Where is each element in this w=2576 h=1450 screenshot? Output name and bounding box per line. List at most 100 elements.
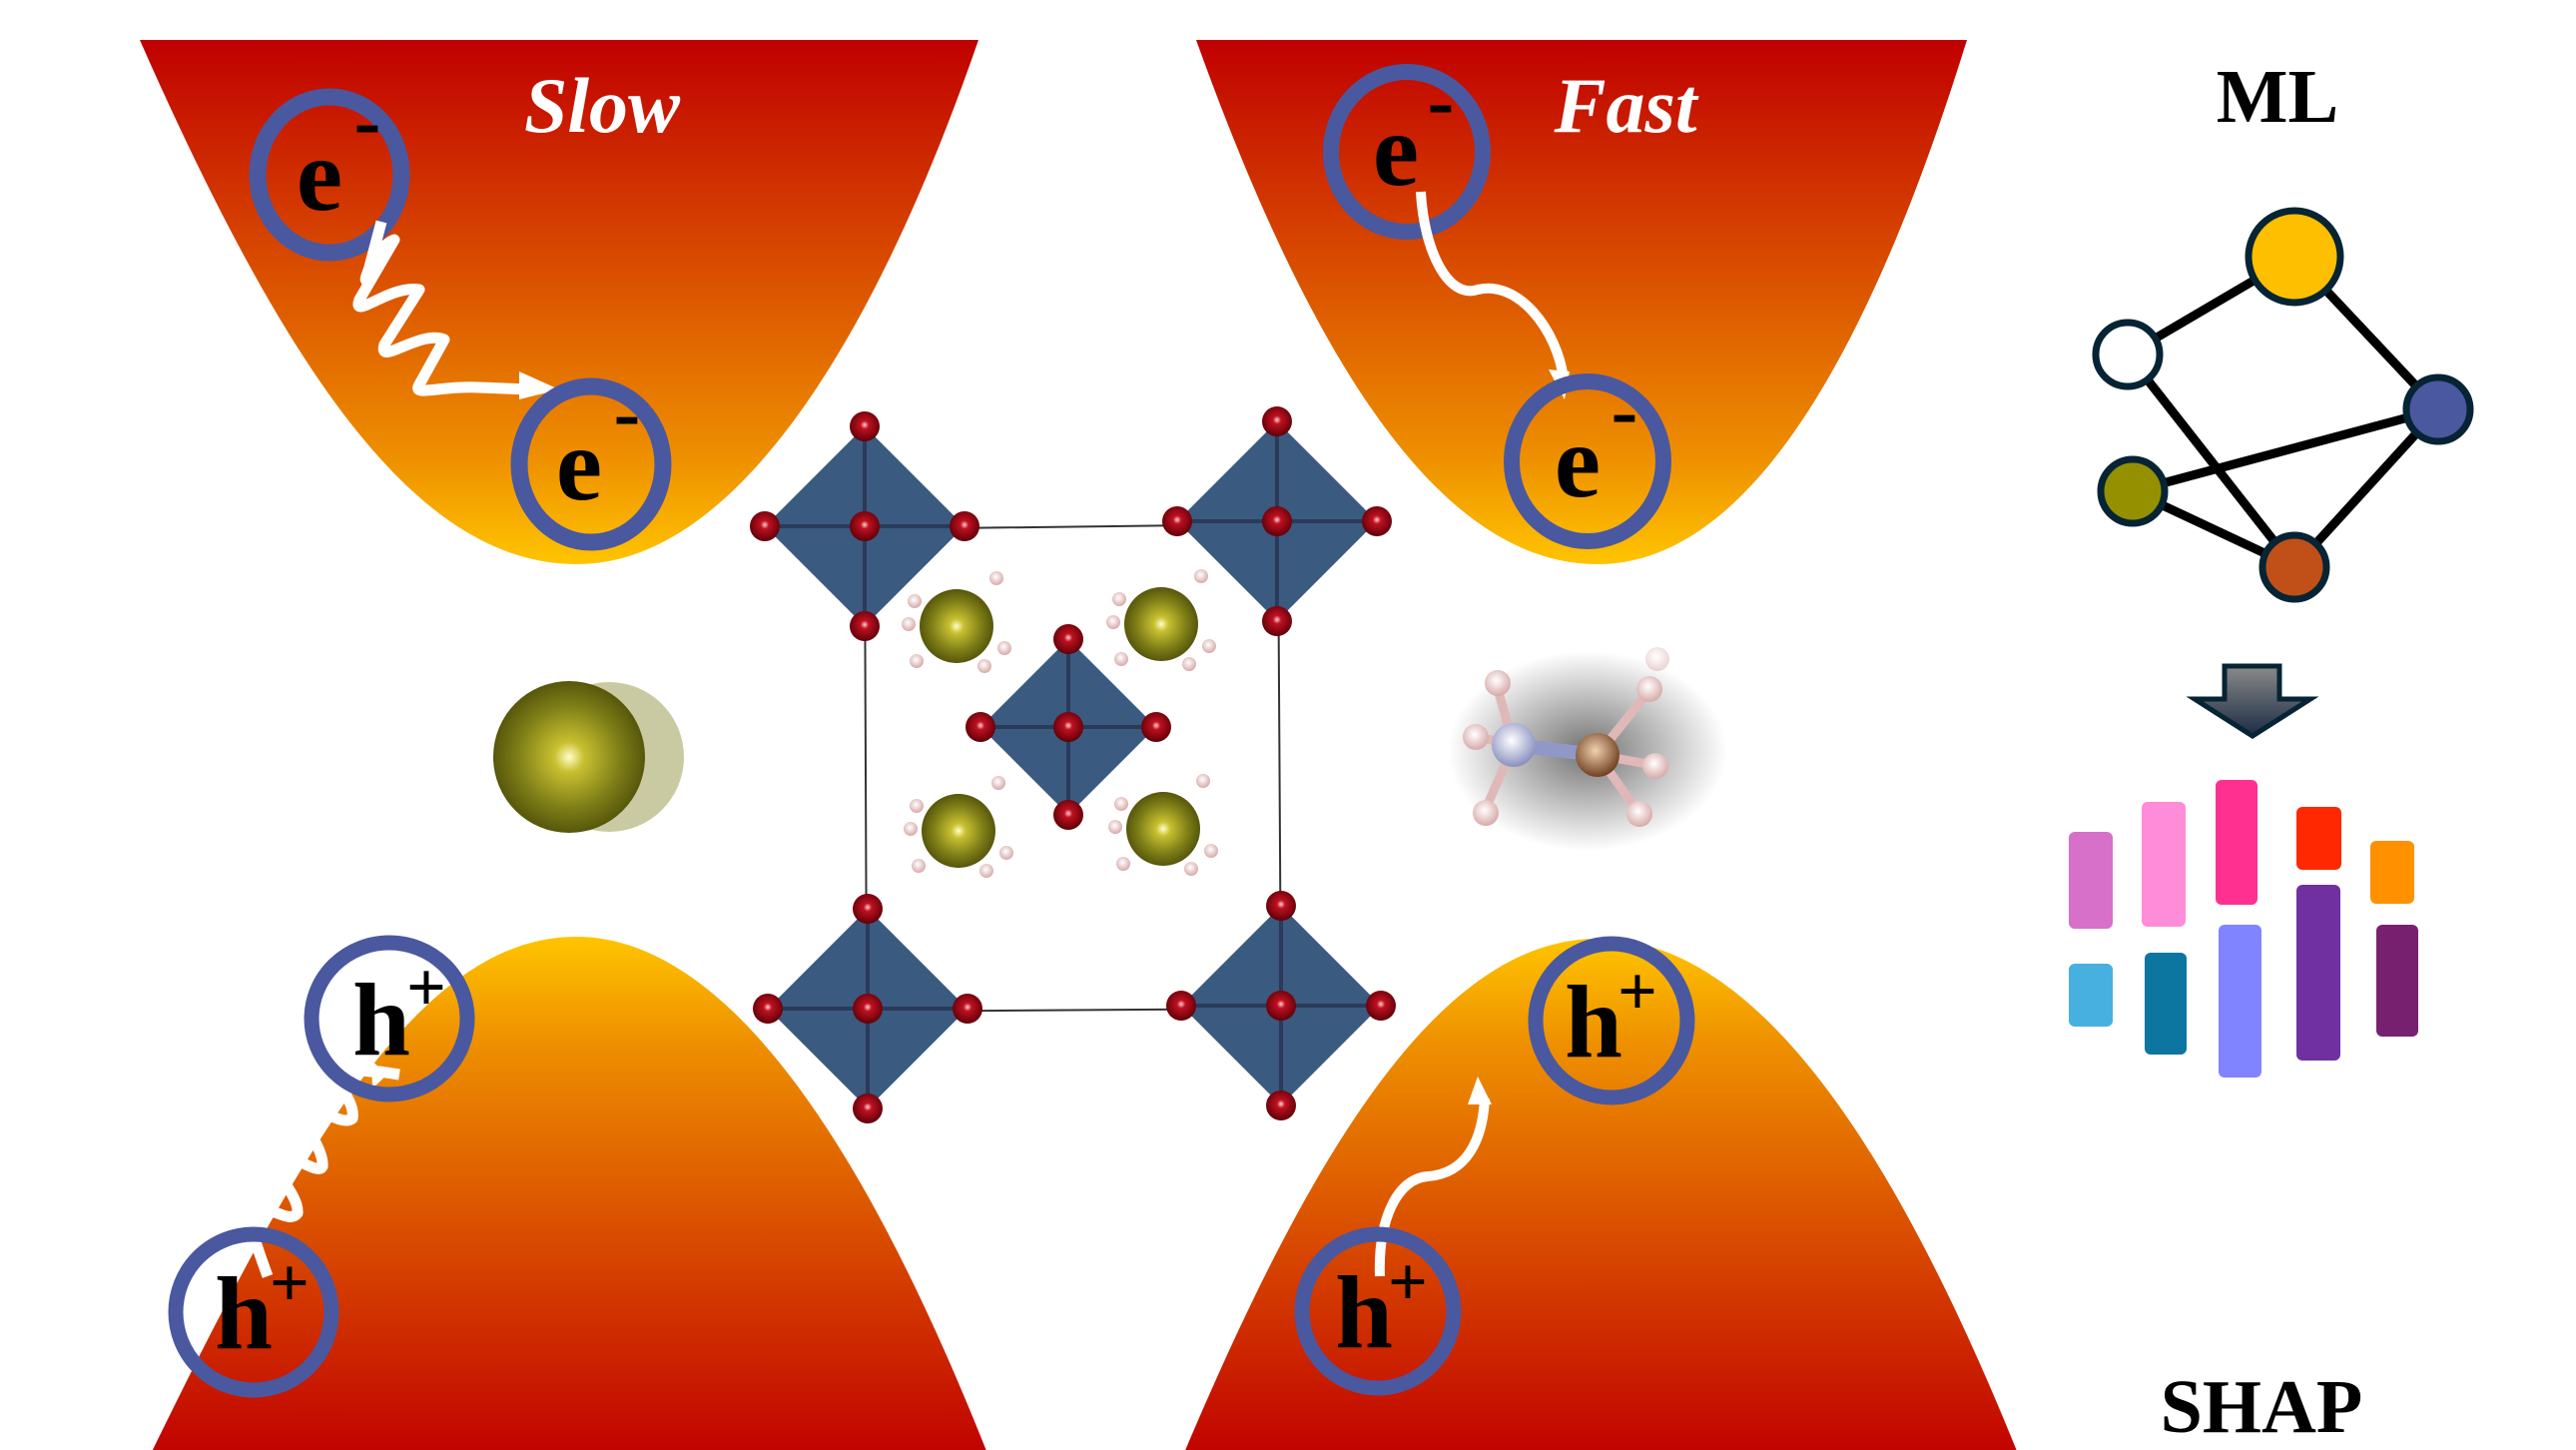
network-edge: [2290, 405, 2442, 571]
hydrogen-atom: [908, 594, 922, 608]
wavy-arrow-head: [519, 371, 559, 399]
hydrogen-atom: [997, 641, 1011, 655]
wavy-arrow-head: [371, 1061, 387, 1088]
hydrogen-atom: [1636, 676, 1662, 702]
oxygen-atom: [850, 511, 880, 541]
oxygen-atom: [1262, 606, 1292, 636]
fast-label: Fast: [1553, 62, 1698, 149]
cation-sphere: [493, 681, 645, 833]
electron-charge: -: [354, 78, 381, 166]
oxygen-atom: [1053, 800, 1083, 830]
hole-charge: +: [270, 1245, 310, 1322]
arrow-head: [1468, 1077, 1492, 1104]
hydrogen-atom: [1114, 652, 1128, 666]
shap-bars-icon: [2069, 780, 2418, 1078]
hydrogen-atom: [1112, 592, 1126, 606]
electron-symbol: e: [297, 118, 342, 233]
electron-symbol: e: [556, 407, 602, 522]
hydrogen-atom: [999, 846, 1013, 860]
hole-symbol: h: [352, 963, 410, 1078]
hydrogen-atom: [1108, 820, 1122, 834]
electron-symbol: e: [1373, 93, 1419, 208]
electron-initial: e -: [1323, 58, 1491, 240]
network-edge: [2131, 404, 2440, 496]
carbon-atom: [1576, 733, 1619, 777]
hydrogen-atom: [1204, 844, 1218, 858]
hydrogen-atom: [910, 654, 924, 668]
hole-ring: [1528, 936, 1695, 1105]
shap-bar: [2142, 802, 2186, 927]
conduction-well-fast: [1196, 40, 1967, 564]
oxygen-atom: [1053, 624, 1083, 654]
hydrogen-atom: [1184, 862, 1198, 876]
oxygen-atom: [1166, 991, 1196, 1021]
electron-ring: [510, 377, 672, 551]
hydrogen-atom: [1182, 657, 1196, 671]
slow-valence-band: h + h +: [152, 935, 986, 1450]
down-arrow-icon: [2186, 663, 2319, 739]
hydrogen-atom: [1642, 753, 1668, 779]
hole-charge: +: [406, 950, 446, 1027]
electron-ring: [1504, 373, 1671, 549]
hydrogen-atom: [910, 799, 924, 813]
nitrogen-atom: [1492, 723, 1536, 767]
electron-symbol: e: [1555, 404, 1601, 519]
oxygen-atom: [850, 411, 880, 441]
oxygen-atom: [950, 511, 979, 541]
oxygen-atom: [966, 712, 995, 742]
electron-initial: e -: [249, 78, 410, 262]
neural-network-icon: [2092, 207, 2474, 603]
hydrogen-atom: [1196, 774, 1210, 788]
a-site-cation: [1124, 587, 1198, 661]
oxygen-atom: [753, 994, 783, 1024]
node-white: [2092, 319, 2164, 390]
a-site-cation: [920, 589, 993, 663]
hydrogen-atom: [991, 776, 1005, 790]
oxygen-atom: [1266, 1090, 1296, 1120]
electron-final: e -: [1504, 367, 1671, 549]
shap-bar: [2145, 953, 2187, 1055]
a-site-cation: [922, 794, 995, 868]
hydrogen-atom: [979, 864, 993, 878]
slow-conduction-band: Slow e - e -: [140, 40, 978, 564]
hole-ring: [304, 935, 475, 1102]
smooth-transfer-arrow: [1416, 191, 1569, 380]
hydrogen-atom: [1106, 615, 1120, 629]
hydrogen-atom: [904, 822, 918, 836]
oxygen-atom: [853, 894, 883, 924]
hydrogen-atom: [977, 659, 991, 673]
node-yellow: [2245, 207, 2344, 307]
hole-initial: h +: [1294, 1226, 1462, 1396]
a-site-cation: [1126, 792, 1200, 866]
methylammonium-molecule: [1448, 647, 1727, 851]
hole-final: h +: [304, 935, 475, 1102]
network-edge: [2124, 352, 2298, 570]
perovskite-unit-cell: [750, 406, 1396, 1123]
oxygen-atom: [1141, 712, 1171, 742]
oxygen-atom: [850, 611, 880, 641]
hydrogen-atom: [1485, 670, 1511, 696]
electron-charge: -: [1611, 367, 1638, 455]
electron-ring: [1323, 64, 1491, 240]
hydrogen-atom: [902, 617, 916, 631]
conduction-well-slow: [140, 40, 978, 564]
hydrogen-atom: [989, 571, 1003, 585]
shap-bar: [2376, 925, 2418, 1037]
oxygen-atom: [1262, 506, 1292, 536]
oxygen-atom: [853, 1093, 883, 1123]
oxygen-atom: [750, 511, 780, 541]
node-olive: [2097, 455, 2169, 527]
shap-bar: [2216, 780, 2257, 905]
shap-bar: [2219, 925, 2261, 1078]
oxygen-atom: [1366, 991, 1396, 1021]
hole-ring: [1294, 1226, 1462, 1396]
oxygen-atom: [1266, 991, 1296, 1021]
ml-panel: ML SHAP: [2069, 55, 2474, 1449]
electron-ring: [249, 88, 410, 262]
hole-ring: [168, 1226, 339, 1398]
oxygen-atom: [953, 994, 982, 1024]
hydrogen-atom: [912, 859, 926, 873]
valence-hill-slow: [152, 937, 986, 1450]
fast-valence-band: h + h +: [1185, 936, 2017, 1450]
